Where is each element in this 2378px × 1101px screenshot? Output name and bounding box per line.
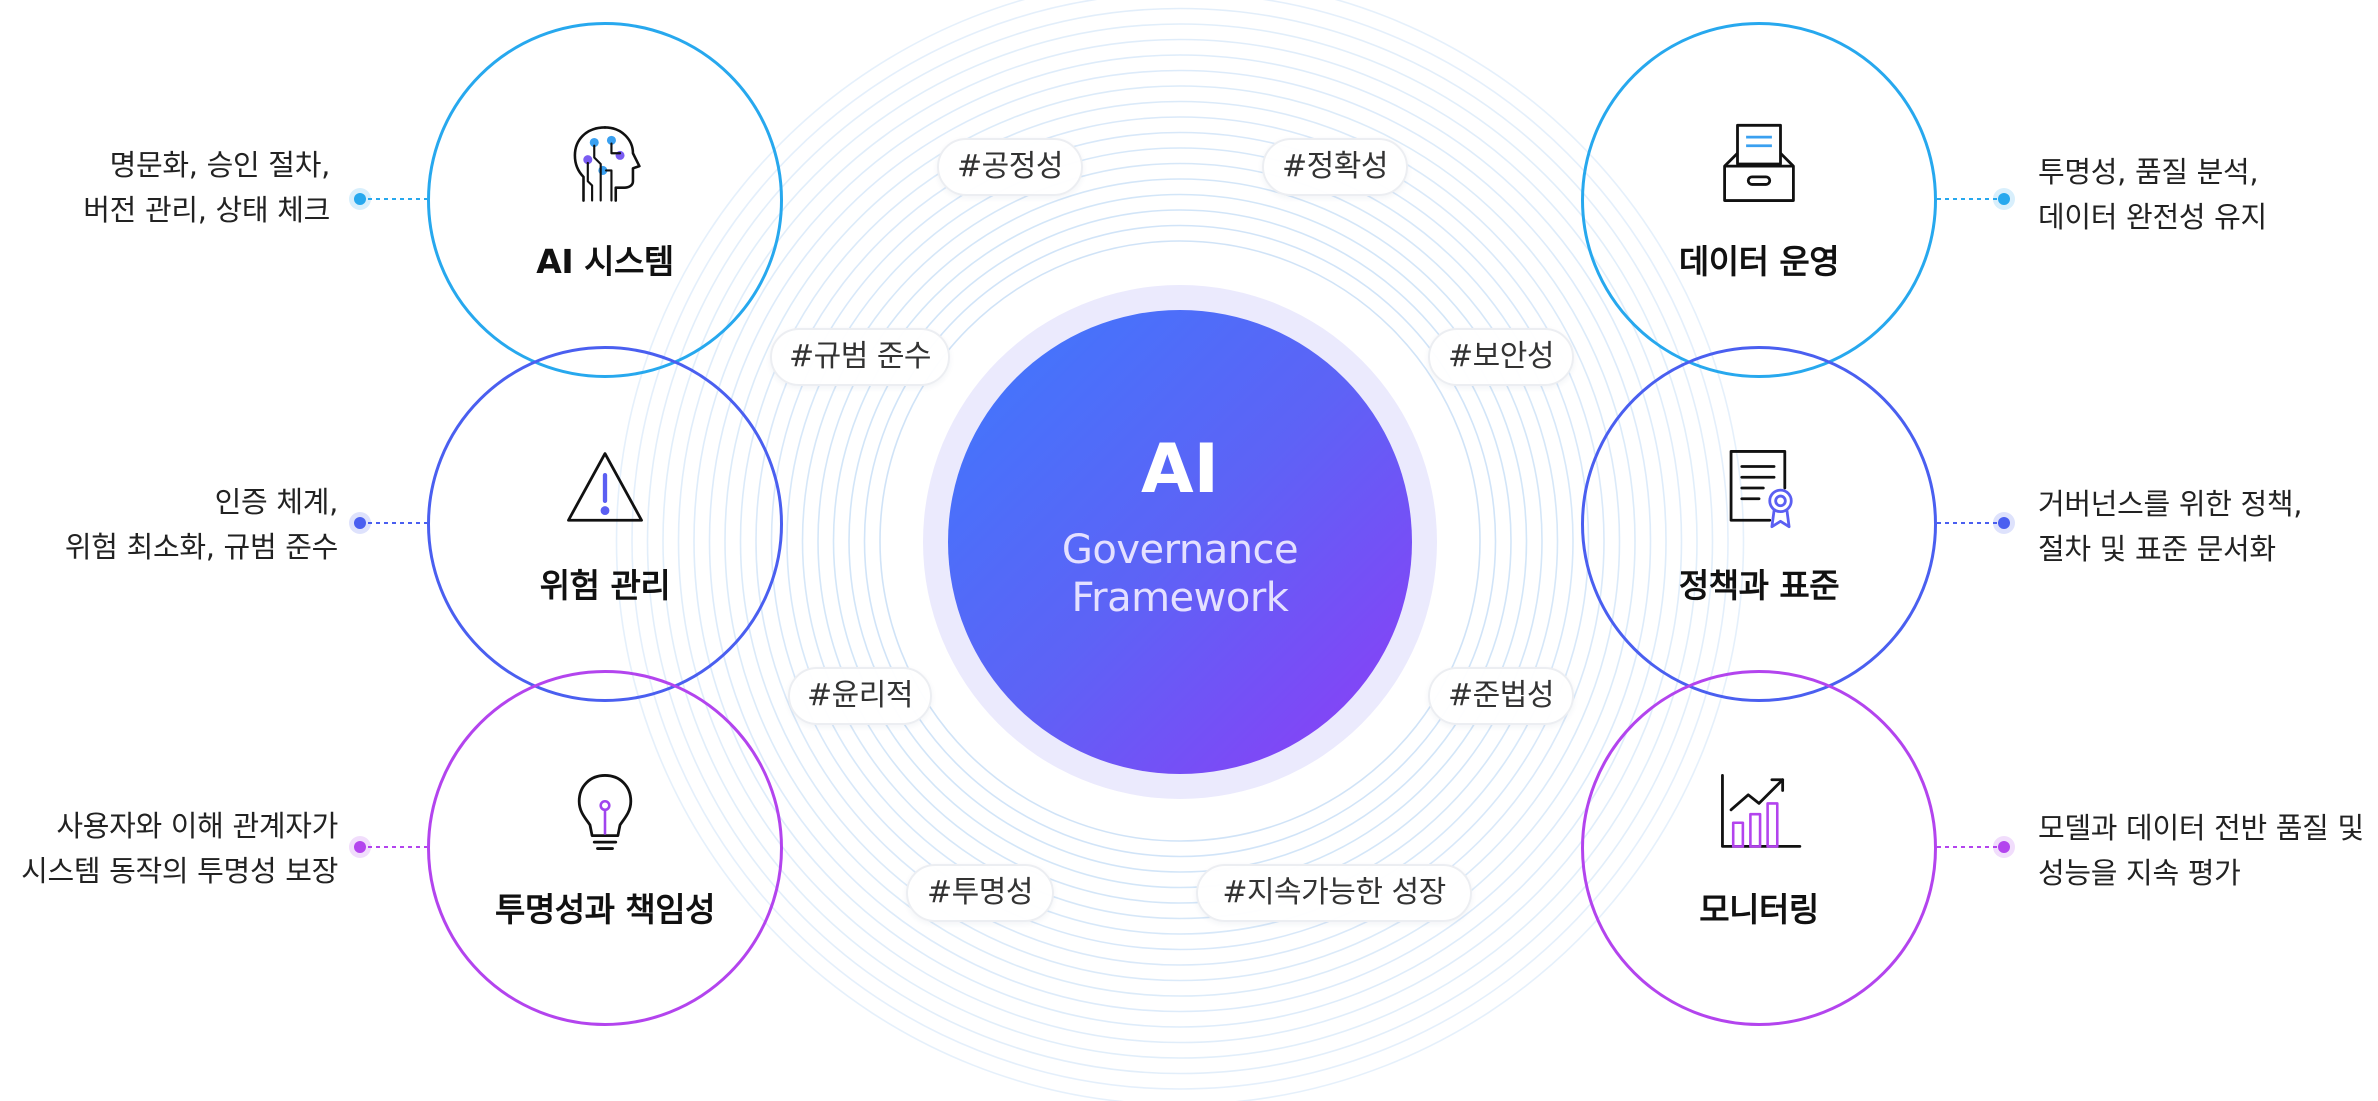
center-subtitle-line2: Framework xyxy=(1071,575,1289,621)
circle-ai-system: AI 시스템 xyxy=(427,22,783,378)
center-circle: AI Governance Framework xyxy=(948,310,1412,774)
certificate-icon xyxy=(1716,445,1802,531)
desc-line: 투명성, 품질 분석, xyxy=(2038,155,2259,189)
warning-icon xyxy=(562,445,648,531)
circle-data-operations: 데이터 운영 xyxy=(1581,22,1937,378)
circle-title: AI 시스템 xyxy=(536,242,674,281)
center-title: AI xyxy=(1141,430,1219,509)
circle-monitoring: 모니터링 xyxy=(1581,670,1937,1026)
desc-risk-management: 인증 체계, 위험 최소화, 규범 준수 xyxy=(65,480,338,570)
tag-compliance-norms: #규범 준수 xyxy=(770,328,950,386)
background-ring xyxy=(863,224,1497,858)
desc-line: 사용자와 이해 관계자가 xyxy=(56,809,338,843)
connector-dot xyxy=(354,517,366,529)
chart-icon xyxy=(1716,769,1802,855)
background-ring xyxy=(832,193,1528,889)
background-ring xyxy=(879,240,1481,842)
desc-line: 버전 관리, 상태 체크 xyxy=(83,193,330,227)
circle-title: 투명성과 책임성 xyxy=(494,890,716,929)
circle-risk-management: 위험 관리 xyxy=(427,346,783,702)
tag-accuracy: #정확성 xyxy=(1262,138,1408,196)
circle-title: 모니터링 xyxy=(1699,890,1819,929)
connector-dot xyxy=(1998,841,2010,853)
tag-legal-compliance: #준법성 xyxy=(1428,667,1574,725)
desc-line: 시스템 동작의 투명성 보장 xyxy=(21,854,338,888)
tag-ethical: #윤리적 xyxy=(788,667,932,725)
desc-line: 데이터 완전성 유지 xyxy=(2038,200,2267,234)
desc-policy-standards: 거버넌스를 위한 정책, 절차 및 표준 문서화 xyxy=(2038,482,2302,572)
lightbulb-icon xyxy=(562,769,648,855)
desc-line: 절차 및 표준 문서화 xyxy=(2038,532,2276,566)
background-ring xyxy=(801,162,1559,920)
circle-title: 위험 관리 xyxy=(539,566,671,605)
desc-line: 모델과 데이터 전반 품질 및 xyxy=(2038,811,2364,845)
tag-fairness: #공정성 xyxy=(937,138,1083,196)
center-subtitle-line1: Governance xyxy=(1061,527,1299,573)
desc-line: 인증 체계, xyxy=(214,485,339,519)
desc-line: 거버넌스를 위한 정책, xyxy=(2038,487,2303,521)
connector-dot xyxy=(354,193,366,205)
desc-line: 성능을 지속 평가 xyxy=(2038,856,2241,890)
circle-title: 정책과 표준 xyxy=(1678,566,1840,605)
background-ring xyxy=(848,209,1512,873)
data-box-icon xyxy=(1716,121,1802,207)
tag-transparency: #투명성 xyxy=(906,864,1054,922)
connector-dot xyxy=(1998,193,2010,205)
tag-security: #보안성 xyxy=(1428,328,1574,386)
background-ring xyxy=(786,147,1574,935)
circle-transparency-accountability: 투명성과 책임성 xyxy=(427,670,783,1026)
connector-dot xyxy=(1998,517,2010,529)
desc-ai-system: 명문화, 승인 절차, 버전 관리, 상태 체크 xyxy=(83,143,330,233)
desc-line: 위험 최소화, 규범 준수 xyxy=(64,530,338,564)
desc-monitoring: 모델과 데이터 전반 품질 및 성능을 지속 평가 xyxy=(2038,806,2364,896)
connector-dot xyxy=(354,841,366,853)
circle-title: 데이터 운영 xyxy=(1678,242,1840,281)
desc-line: 명문화, 승인 절차, xyxy=(109,148,331,182)
circle-policy-standards: 정책과 표준 xyxy=(1581,346,1937,702)
background-ring xyxy=(817,178,1543,904)
tag-sustainable-growth: #지속가능한 성장 xyxy=(1196,864,1472,922)
desc-data-operations: 투명성, 품질 분석, 데이터 완전성 유지 xyxy=(2038,150,2267,240)
ai-head-icon xyxy=(562,121,648,207)
desc-transparency-accountability: 사용자와 이해 관계자가 시스템 동작의 투명성 보장 xyxy=(21,804,338,894)
